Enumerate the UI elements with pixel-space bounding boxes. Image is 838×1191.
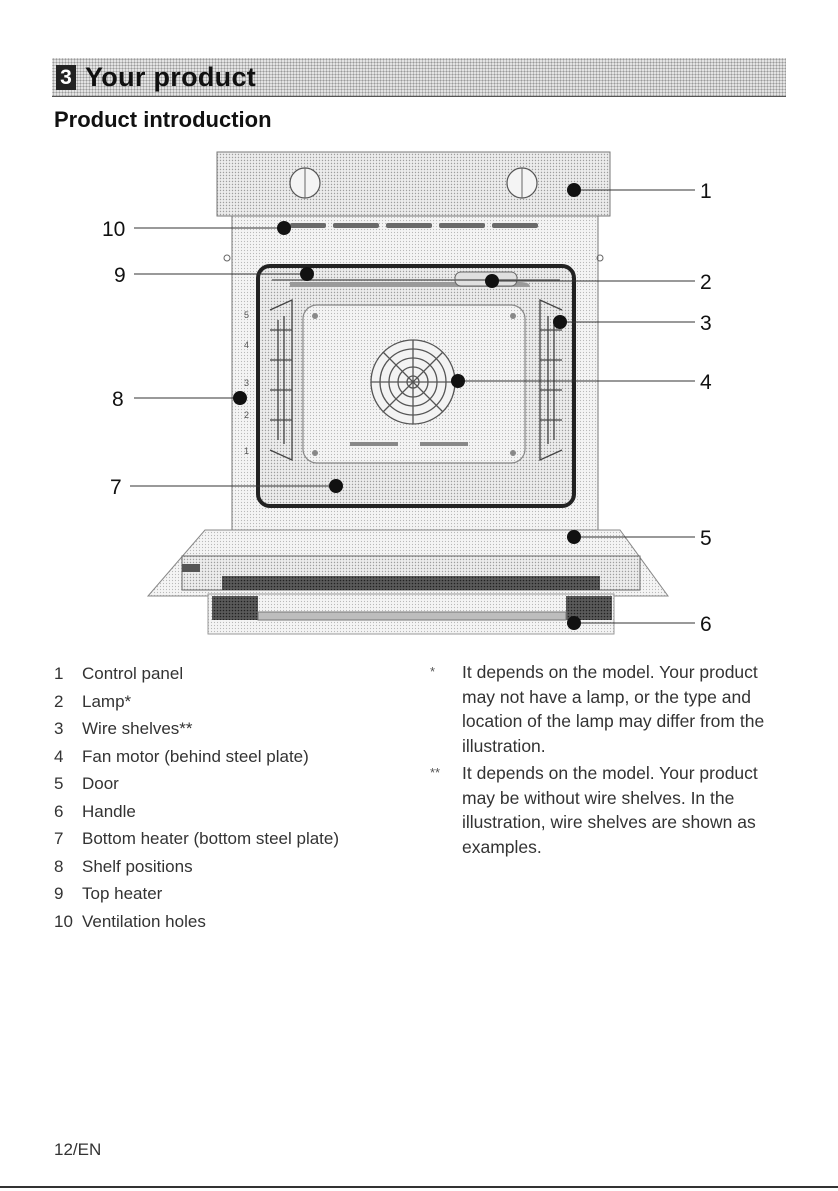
callout-number: 3 (700, 312, 712, 335)
shelf-position-marks: 5 4 3 2 1 (244, 310, 249, 456)
subsection-title: Product introduction (54, 107, 272, 132)
section-title: Your product (85, 62, 257, 92)
control-panel (216, 151, 611, 217)
callout-number: 8 (112, 388, 124, 411)
callout-number: 10 (102, 218, 125, 241)
oven-diagram: 5 4 3 2 1 1 2 3 4 5 (102, 151, 712, 636)
footnotes: * It depends on the model. Your product … (430, 660, 770, 862)
callout-number: 5 (700, 527, 712, 550)
footnote: * It depends on the model. Your product … (430, 660, 770, 758)
shelf-mark: 5 (244, 310, 249, 320)
footnote-mark: ** (430, 765, 441, 780)
door-vent (222, 576, 600, 590)
page-number: 12/EN (54, 1140, 102, 1159)
hinge-right-icon (596, 254, 604, 262)
callout-number: 6 (700, 613, 712, 636)
callout-lines (130, 189, 695, 624)
shelf-mark: 1 (244, 446, 249, 456)
callout-number: 2 (700, 271, 712, 294)
section-header: 3 Your product (52, 58, 786, 97)
fan-guard-icon (370, 339, 456, 425)
hinge-left-icon (223, 254, 231, 262)
callout-number: 7 (110, 476, 122, 499)
footer-divider (0, 1186, 838, 1188)
callout-dots (233, 183, 581, 630)
ventilation-holes (290, 223, 538, 228)
shelf-mark: 2 (244, 410, 249, 420)
wire-shelves-left (269, 298, 293, 462)
left-knob (289, 167, 321, 199)
callout-number: 9 (114, 264, 126, 287)
section-number: 3 (56, 65, 76, 90)
footnote: ** It depends on the model. Your product… (430, 761, 770, 859)
callout-number: 4 (700, 371, 712, 394)
wire-shelves-right (539, 298, 563, 462)
bottom-heater (350, 442, 398, 446)
footnote-mark: * (430, 664, 436, 679)
callout-number: 1 (700, 180, 712, 203)
footnote-text: It depends on the model. Your product ma… (462, 763, 758, 857)
footnote-text: It depends on the model. Your product ma… (462, 662, 765, 756)
right-knob (506, 167, 538, 199)
door-handle (257, 611, 567, 621)
shelf-mark: 4 (244, 340, 249, 350)
shelf-mark: 3 (244, 378, 249, 388)
plate-screws (312, 313, 516, 456)
